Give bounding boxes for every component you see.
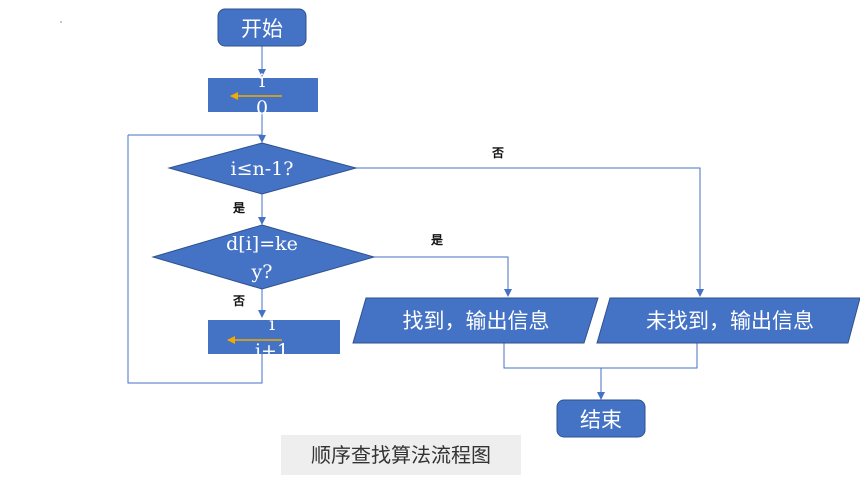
increment-node: i i+1: [208, 313, 340, 362]
init-shape: [208, 78, 318, 112]
branch-label-loop-no: 否: [491, 146, 504, 160]
increment-value: i+1: [255, 340, 289, 362]
found-node: 找到，输出信息: [352, 297, 599, 344]
end-label: 结束: [580, 408, 622, 432]
stray-dot: [60, 21, 62, 23]
connectors: [127, 46, 704, 400]
start-shape: [217, 8, 307, 47]
branch-label-compare-no: 否: [232, 294, 245, 308]
connector-notfound-end: [601, 343, 698, 369]
not-found-shape: [596, 297, 860, 344]
start-label: 开始: [241, 17, 283, 41]
init-variable: i: [259, 70, 265, 92]
connector-compare-yes: [374, 256, 512, 297]
loop-condition-label: i≤n-1?: [231, 158, 294, 180]
found-label: 找到，输出信息: [403, 309, 550, 333]
init-value: 0: [256, 97, 268, 119]
start-node: 开始: [217, 8, 307, 47]
end-shape: [556, 399, 646, 438]
connector-loop-no: [356, 167, 704, 297]
compare-label-line1: d[i]=ke: [226, 233, 298, 255]
compare-node: d[i]=ke y?: [151, 224, 376, 290]
increment-variable: i: [269, 313, 275, 335]
not-found-label: 未找到，输出信息: [646, 309, 814, 333]
init-node: i 0: [208, 70, 318, 119]
end-node: 结束: [556, 399, 646, 438]
compare-label-line2: y?: [251, 261, 273, 283]
branch-label-loop-yes: 是: [232, 201, 246, 215]
connector-increment-return: [127, 135, 263, 384]
loop-condition-node: i≤n-1?: [167, 142, 358, 195]
compare-shape: [151, 224, 376, 290]
branch-label-compare-yes: 是: [430, 233, 444, 247]
diagram-caption: 顺序查找算法流程图: [281, 435, 521, 475]
loop-condition-shape: [167, 142, 358, 195]
connector-found-end: [503, 343, 601, 369]
not-found-node: 未找到，输出信息: [596, 297, 860, 344]
found-shape: [352, 297, 599, 344]
